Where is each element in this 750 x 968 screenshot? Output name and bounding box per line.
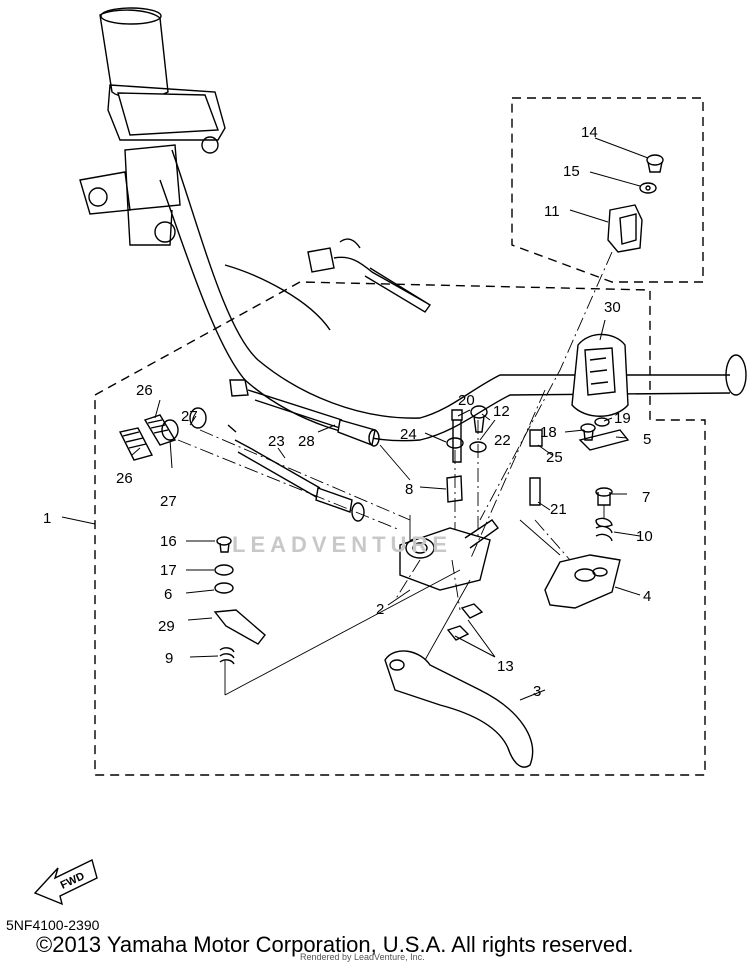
callout-23: 23 (268, 433, 285, 450)
axis-lines (177, 251, 613, 611)
callout-26-lower: 26 (116, 470, 133, 487)
throttle-cable (229, 379, 380, 447)
callout-25: 25 (546, 449, 563, 466)
document-number: 5NF4100-2390 (6, 917, 100, 933)
leader-lines (61, 137, 649, 701)
callout-27-upper: 27 (181, 408, 198, 425)
fwd-arrow: FWD (33, 859, 98, 906)
spring-10 (595, 517, 613, 542)
callout-16: 16 (160, 533, 177, 550)
assembly-boundary-switch (511, 97, 704, 283)
spring-9 (219, 647, 235, 665)
washer-19 (594, 417, 610, 427)
pin-21 (529, 477, 541, 506)
callout-3: 3 (533, 683, 541, 700)
screw-16 (216, 536, 232, 553)
callout-21: 21 (550, 501, 567, 518)
adjuster-26-lower (118, 427, 154, 461)
callout-1: 1 (43, 510, 51, 527)
rendered-by-note: Rendered by LeadVenture, Inc. (300, 952, 425, 962)
callout-13: 13 (497, 658, 514, 675)
callout-18: 18 (540, 424, 557, 441)
callout-26-upper: 26 (136, 382, 153, 399)
brake-lever (384, 650, 534, 768)
callout-12: 12 (493, 403, 510, 420)
plate-5 (578, 429, 630, 451)
callout-4: 4 (643, 588, 651, 605)
callout-28: 28 (298, 433, 315, 450)
callout-15: 15 (563, 163, 580, 180)
callout-24: 24 (400, 426, 417, 443)
switch-wire-connector (307, 238, 432, 313)
callout-5: 5 (643, 431, 651, 448)
callout-27-lower: 27 (160, 493, 177, 510)
callout-6: 6 (164, 586, 172, 603)
callout-11: 11 (544, 203, 560, 220)
bolt-20 (451, 409, 463, 463)
washer-6 (214, 582, 234, 594)
callout-20: 20 (458, 392, 475, 409)
handlebar (79, 7, 747, 442)
callout-7: 7 (642, 489, 650, 506)
washer-15 (639, 182, 657, 194)
callout-30: 30 (604, 299, 621, 316)
callout-29: 29 (158, 618, 175, 635)
switch-clamp (607, 204, 643, 253)
callout-22: 22 (494, 432, 511, 449)
callout-9: 9 (165, 650, 173, 667)
washer-17 (214, 564, 234, 576)
bolt-12 (470, 405, 488, 433)
collar-25 (529, 429, 543, 447)
callout-19: 19 (614, 410, 631, 427)
lever-holder (399, 519, 499, 591)
callout-14: 14 (581, 124, 598, 141)
callout-2: 2 (376, 601, 384, 618)
right-switch-housing (571, 333, 629, 417)
guide-lines (224, 569, 471, 696)
assembly-boundary-main (94, 281, 706, 776)
master-cylinder-bracket (544, 554, 621, 609)
plate-29 (213, 609, 266, 645)
screw-18 (580, 423, 596, 441)
bushing-8 (446, 475, 463, 503)
callout-10: 10 (636, 528, 653, 545)
screw-14 (646, 154, 664, 173)
callout-8: 8 (405, 481, 413, 498)
copyright-notice: ©2013 Yamaha Motor Corporation, U.S.A. A… (36, 932, 634, 957)
pin-7 (595, 487, 613, 506)
callout-labels: 1 2 3 4 5 6 7 8 9 10 11 12 13 14 15 16 1… (43, 124, 653, 700)
cable-23 (227, 424, 365, 522)
watermark: LEADVENTURE (232, 532, 453, 557)
nut-13 (446, 603, 484, 641)
guide-lines-2 (379, 444, 561, 556)
washer-24 (446, 437, 464, 449)
callout-17: 17 (160, 562, 177, 579)
